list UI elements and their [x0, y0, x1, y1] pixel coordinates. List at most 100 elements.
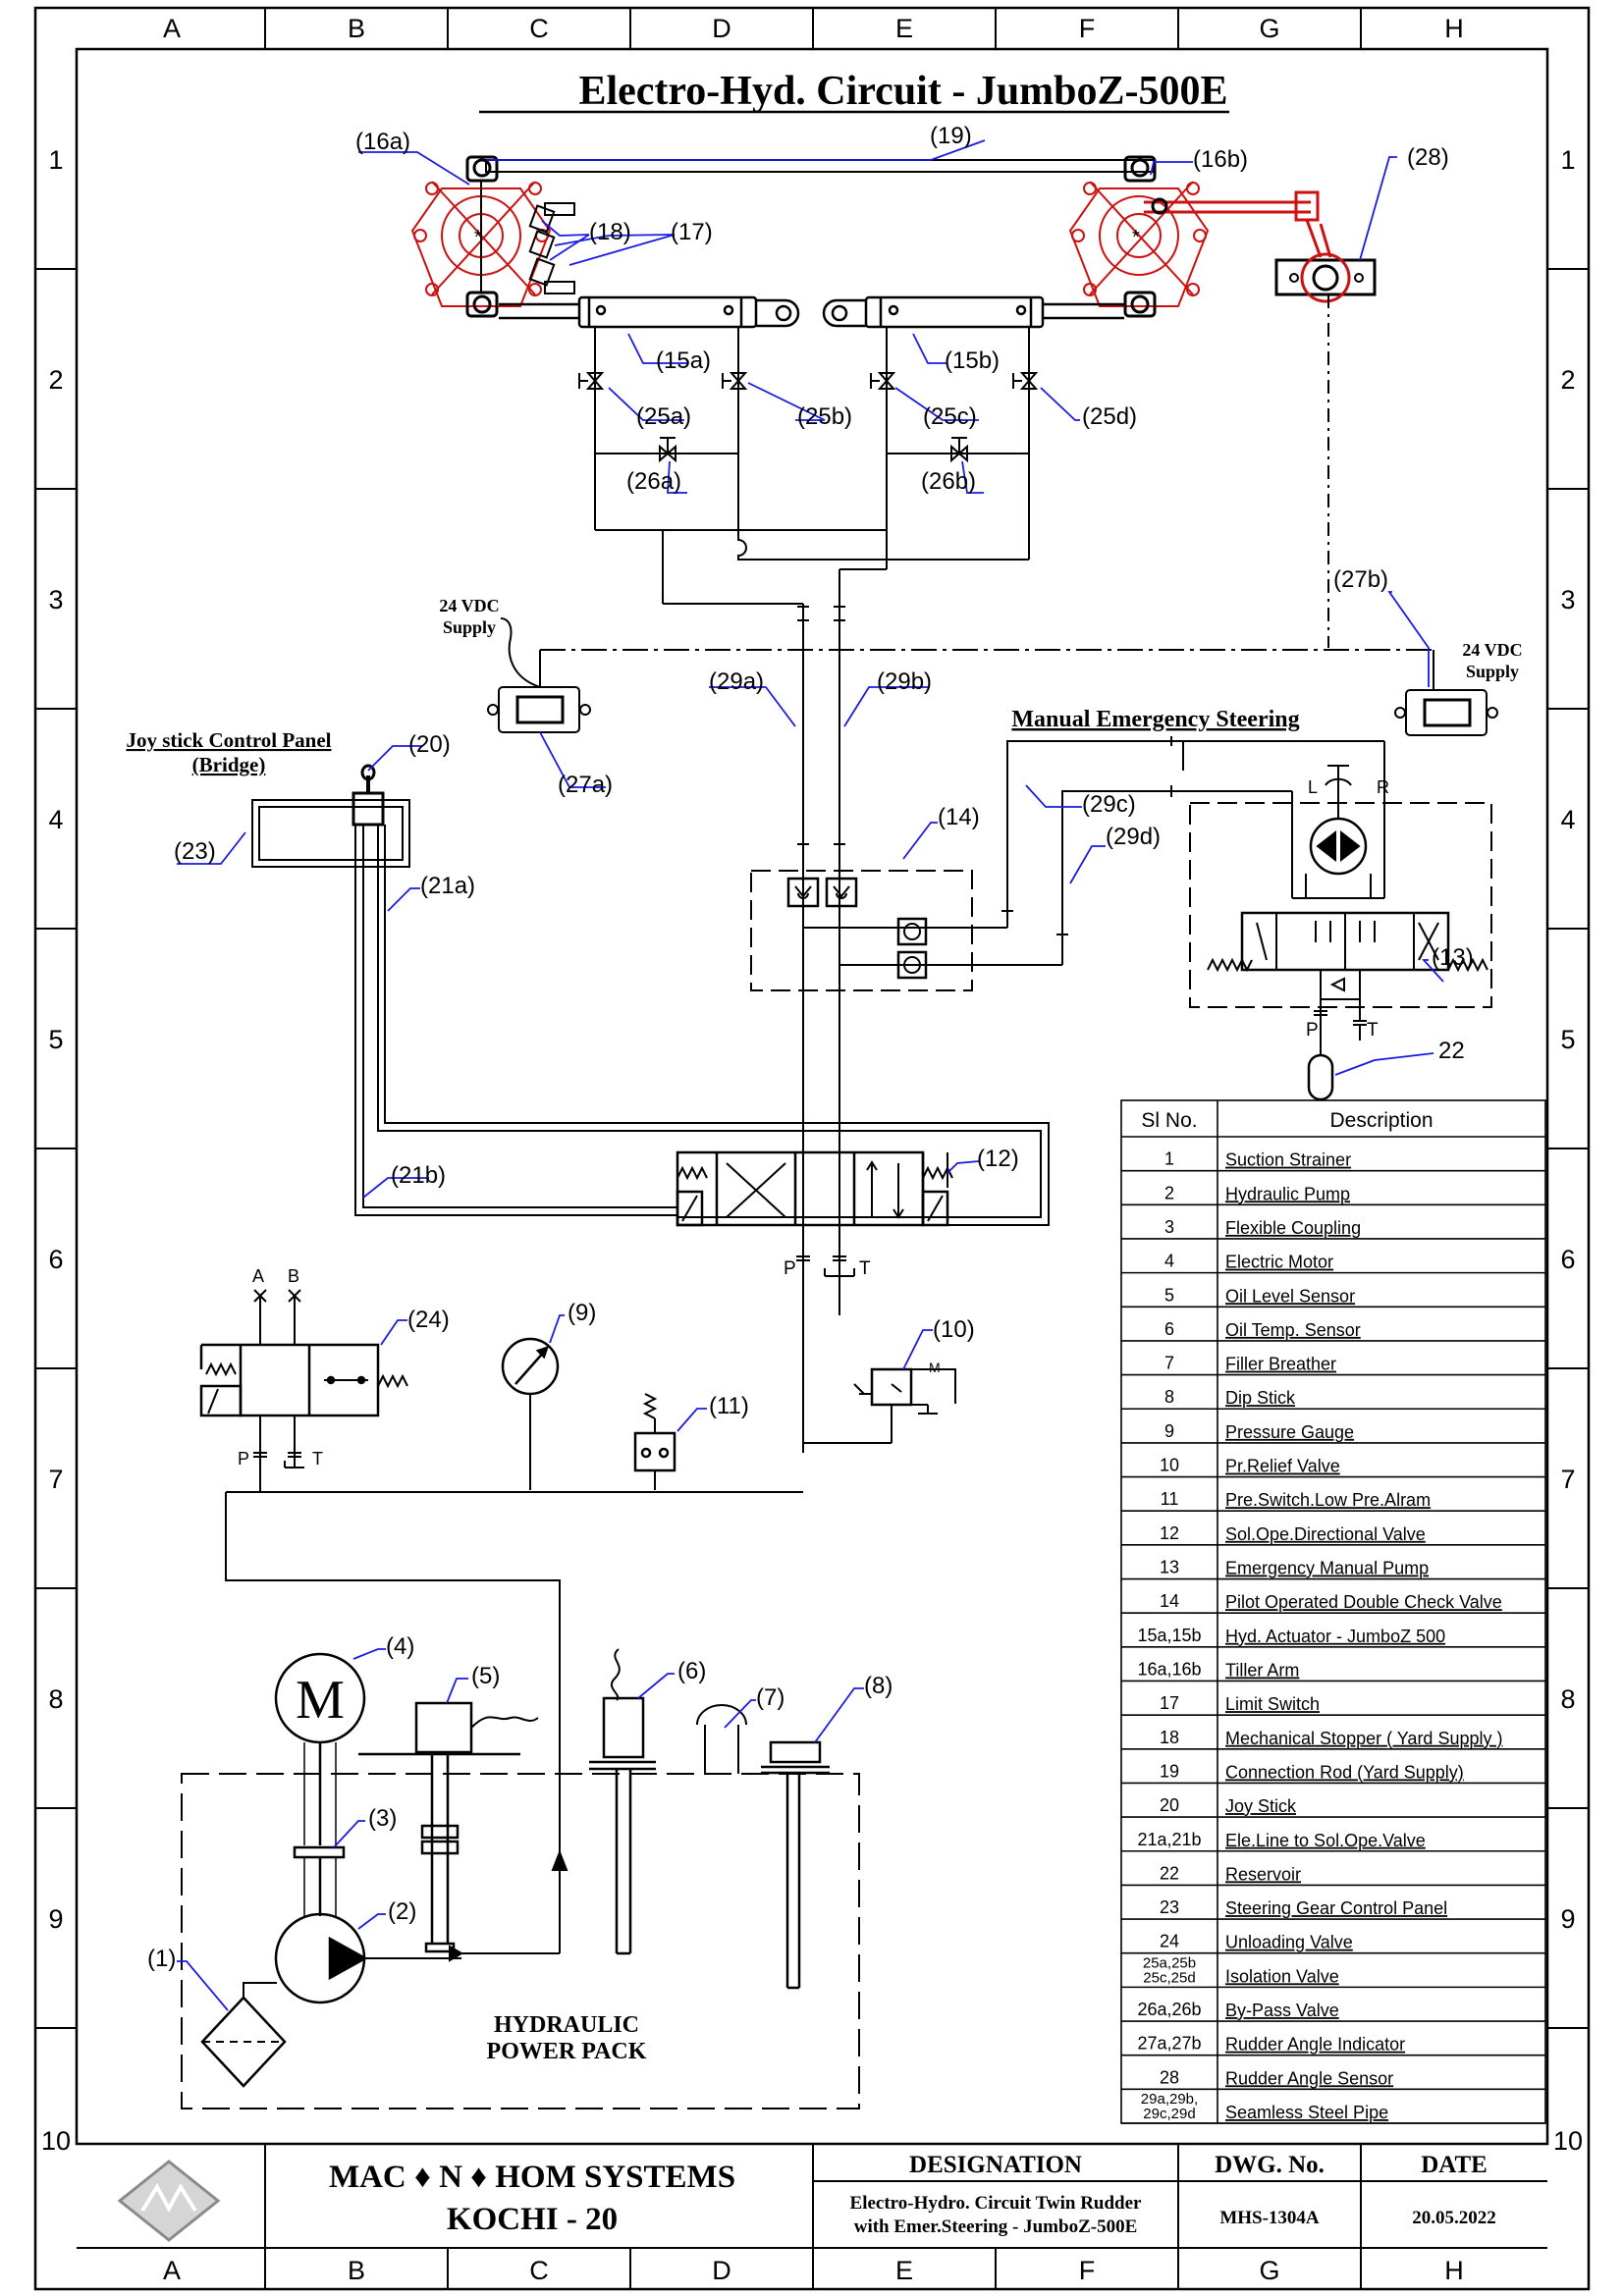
- grid-col-top: A: [163, 14, 181, 43]
- date-header: DATE: [1421, 2152, 1488, 2178]
- valve-25a: [578, 372, 605, 390]
- table-cell-no: 12: [1160, 1523, 1179, 1543]
- callout-4: (4): [386, 1633, 414, 1660]
- table-cell-no: 3: [1164, 1217, 1174, 1237]
- svg-text:*: *: [474, 227, 482, 248]
- hyd-actuators: [499, 295, 1124, 329]
- check-valve-14: [750, 606, 1190, 991]
- table-cell-desc: Mechanical Stopper ( Yard Supply ): [1225, 1729, 1502, 1748]
- callout-23: (23): [174, 838, 216, 865]
- table-cell-no: 5: [1164, 1285, 1174, 1305]
- table-cell-no: 19: [1160, 1761, 1179, 1781]
- table-cell-no: 10: [1160, 1456, 1179, 1475]
- callout-29b: (29b): [877, 668, 932, 695]
- grid-row-right: 2: [1560, 365, 1575, 395]
- table-cell-no: 17: [1160, 1693, 1179, 1713]
- table-cell-no: 18: [1160, 1728, 1179, 1747]
- rudder-angle-indicators: [487, 617, 1498, 736]
- table-cell-desc: Seamless Steel Pipe: [1225, 2103, 1388, 2122]
- callout-28: (28): [1407, 144, 1449, 171]
- callout-26a: (26a): [626, 468, 681, 495]
- callout-29a: (29a): [709, 668, 764, 695]
- supply-label: 24 VDC: [1462, 640, 1522, 660]
- grid-col-bottom: B: [348, 2256, 365, 2285]
- table-cell-desc: Isolation Valve: [1225, 1966, 1339, 1986]
- svg-text:*: *: [1132, 227, 1140, 248]
- callout-29c: (29c): [1082, 791, 1136, 818]
- table-cell-desc: Reservoir: [1225, 1864, 1301, 1884]
- callout-27b: (27b): [1333, 566, 1388, 593]
- company-name: MAC ♦ N ♦ HOM SYSTEMS: [329, 2160, 735, 2195]
- grid-row-right: 8: [1560, 1684, 1575, 1714]
- table-cell-no: 26a,26b: [1137, 2000, 1201, 2019]
- valve-25c: [870, 372, 896, 390]
- table-cell-desc: Oil Level Sensor: [1225, 1286, 1355, 1306]
- callout-21b: (21b): [391, 1162, 446, 1189]
- table-cell-no: 16a,16b: [1137, 1659, 1201, 1679]
- table-cell-desc: Sol.Ope.Directional Valve: [1225, 1524, 1426, 1544]
- table-cell-desc: Pilot Operated Double Check Valve: [1225, 1592, 1502, 1612]
- callout-20: (20): [408, 731, 451, 758]
- table-cell-desc: Steering Gear Control Panel: [1225, 1898, 1447, 1918]
- grid-col-top: H: [1444, 14, 1464, 43]
- valve-12-ports: [796, 1225, 855, 1453]
- callout-7: (7): [756, 1684, 784, 1711]
- grid-row-left: 10: [41, 2126, 71, 2156]
- table-cell-desc: Electric Motor: [1225, 1253, 1333, 1272]
- table-cell-no: 7: [1164, 1354, 1174, 1373]
- grid-row-left: 4: [48, 805, 63, 834]
- table-cell-no: 29a,29b,: [1141, 2091, 1198, 2108]
- table-cell-no: 15a,15b: [1137, 1626, 1201, 1645]
- callout-15a: (15a): [656, 347, 711, 374]
- callout-9: (9): [568, 1300, 596, 1326]
- table-cell-desc: Oil Temp. Sensor: [1225, 1320, 1361, 1340]
- grid-row-right: 10: [1553, 2126, 1583, 2156]
- dwg-number: MHS-1304A: [1219, 2208, 1320, 2228]
- callout-27a: (27a): [558, 772, 613, 798]
- table-cell-no: 23: [1160, 1897, 1179, 1917]
- table-cell-desc: Connection Rod (Yard Supply): [1225, 1762, 1464, 1782]
- grid-col-bottom: D: [712, 2256, 731, 2285]
- grid-col-bottom: A: [163, 2256, 181, 2285]
- grid-row-left: 5: [48, 1025, 63, 1054]
- valve-25b: [722, 372, 748, 390]
- callout-16a: (16a): [355, 129, 410, 155]
- gauge-switch-relief: [501, 1337, 956, 1490]
- power-pack: [181, 1648, 860, 2109]
- table-cell-desc: Emergency Manual Pump: [1225, 1559, 1429, 1578]
- grid-col-bottom: E: [895, 2256, 913, 2285]
- grid-row-left: 6: [48, 1245, 63, 1274]
- callout-17: (17): [671, 219, 713, 245]
- table-cell-desc: Unloading Valve: [1225, 1933, 1353, 1952]
- grid-row-left: 3: [48, 585, 63, 614]
- callout-21a: (21a): [420, 873, 475, 899]
- grid-col-bottom: G: [1259, 2256, 1279, 2285]
- piping-upper: [594, 294, 1329, 1315]
- callout-25b: (25b): [797, 403, 852, 430]
- valve-25d: [1012, 372, 1039, 390]
- manual-emergency-pump-13: [1183, 740, 1492, 1101]
- manual-emergency-label: Manual Emergency Steering: [1011, 707, 1299, 732]
- table-cell-no: 11: [1161, 1489, 1179, 1509]
- table-cell-no: 14: [1160, 1591, 1179, 1611]
- grid-row-left: 9: [48, 1904, 63, 1934]
- grid-row-right: 4: [1560, 805, 1575, 834]
- title-block-text: MAC ♦ N ♦ HOM SYSTEMS KOCHI - 20 DESIGNA…: [329, 2152, 1496, 2237]
- grid-row-left: 7: [48, 1465, 63, 1494]
- table-cell-no: 8: [1164, 1387, 1174, 1407]
- indicator-27a: [487, 650, 591, 733]
- title-block: [77, 2143, 1547, 2248]
- grid-col-top: E: [895, 14, 913, 43]
- supply-label: Supply: [1466, 662, 1519, 681]
- table-cell-no: 13: [1160, 1558, 1179, 1577]
- table-cell-desc: Pre.Switch.Low Pre.Alram: [1225, 1490, 1431, 1510]
- date-value: 20.05.2022: [1412, 2208, 1496, 2228]
- table-cell-desc: Hydraulic Pump: [1225, 1184, 1350, 1203]
- unloading-valve-24: [199, 1289, 408, 1492]
- grid-row-left: 1: [48, 145, 63, 175]
- callout-25d: (25d): [1082, 403, 1137, 430]
- port-label: M: [929, 1360, 941, 1375]
- table-cell-desc: Limit Switch: [1225, 1694, 1320, 1714]
